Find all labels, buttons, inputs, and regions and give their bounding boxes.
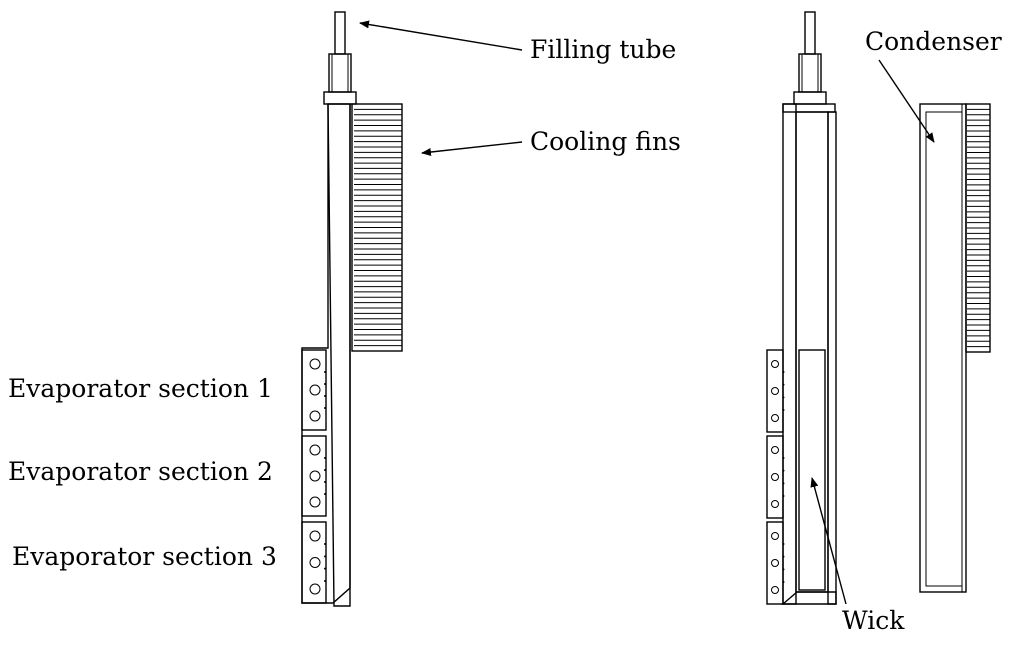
left-wall: [782, 103, 797, 605]
evaporator-dot: [782, 396, 785, 399]
evaporator-3-label: Evaporator section 3: [12, 542, 277, 571]
evaporator-2-label: Evaporator section 2: [8, 457, 273, 486]
evaporator-block-r3: [766, 521, 784, 605]
evaporator-dot: [324, 543, 326, 545]
evaporator-hole: [771, 532, 779, 540]
evaporator-hole: [309, 358, 321, 370]
evaporator-hole: [309, 583, 321, 595]
evaporator-hole: [309, 496, 321, 508]
condenser-view: [919, 103, 991, 593]
evaporator-dot: [782, 581, 785, 583]
wick-label: Wick: [842, 606, 905, 635]
evaporator-hole: [309, 557, 321, 568]
evaporator-dot: [782, 469, 785, 472]
evaporator-hole: [309, 384, 321, 396]
evaporator-hole: [771, 414, 779, 422]
evaporator-dot: [324, 481, 326, 483]
cooling-fins-left: [351, 103, 403, 352]
cooling-fins-right: [965, 103, 991, 353]
evaporator-dot: [324, 457, 326, 459]
evaporator-hole: [309, 530, 321, 542]
evaporator-dot: [324, 555, 326, 558]
condenser-arrow: [878, 59, 935, 143]
vapor-cavity: [795, 111, 829, 593]
evaporator-hole: [771, 446, 779, 454]
evaporator-dot: [782, 482, 785, 485]
evaporator-dot: [324, 371, 326, 373]
evaporator-dot: [782, 409, 785, 411]
evaporator-dot: [782, 457, 785, 459]
evaporator-dot: [782, 543, 785, 545]
evaporator-dot: [324, 580, 326, 582]
evaporator-sections-left: [301, 349, 327, 604]
cooling-fins-label: Cooling fins: [530, 127, 681, 156]
external-view: [301, 11, 403, 607]
bottom-wall: [781, 591, 837, 605]
evaporator-hole: [309, 410, 321, 422]
evaporator-dot: [324, 493, 326, 495]
evaporator-hole: [771, 360, 779, 368]
pipe-body-left: [327, 103, 351, 607]
evaporator-hole: [771, 387, 779, 395]
cooling-fins-arrow: [421, 141, 523, 156]
evaporator-dot: [324, 407, 326, 409]
evaporator-dot: [324, 395, 326, 397]
filling-tube-left: [323, 11, 357, 105]
filling-tube-label: Filling tube: [530, 35, 676, 64]
evaporator-dot: [782, 383, 785, 386]
evaporator-block-3: [301, 521, 327, 604]
evaporator-dot: [782, 495, 785, 497]
evaporator-block-2: [301, 435, 327, 517]
evaporator-hole: [309, 444, 321, 456]
evaporator-hole: [309, 470, 321, 482]
evaporator-dot: [324, 383, 326, 385]
evaporator-dot: [782, 568, 785, 571]
wick-arrow: [810, 477, 847, 605]
evaporator-dot: [782, 555, 785, 558]
filling-tube-arrow: [359, 20, 523, 51]
evaporator-block-r1: [766, 349, 784, 433]
filling-tube-right: [793, 11, 827, 105]
right-wall: [827, 111, 837, 605]
evaporator-dot: [782, 371, 785, 373]
wick-structure: [798, 349, 826, 591]
evaporator-dot: [324, 567, 326, 570]
evaporator-hole: [771, 559, 779, 567]
top-wall: [782, 103, 836, 113]
evaporator-block-r2: [766, 435, 784, 519]
evaporator-hole: [771, 586, 779, 594]
evaporator-block-1: [301, 349, 327, 431]
evaporator-hole: [771, 473, 779, 481]
condenser-label: Condenser: [865, 27, 1002, 56]
section-view: [766, 11, 837, 605]
evaporator-1-label: Evaporator section 1: [8, 374, 273, 403]
evaporator-dot: [324, 469, 326, 471]
evaporator-hole: [771, 500, 779, 508]
condenser-body: [919, 103, 967, 593]
